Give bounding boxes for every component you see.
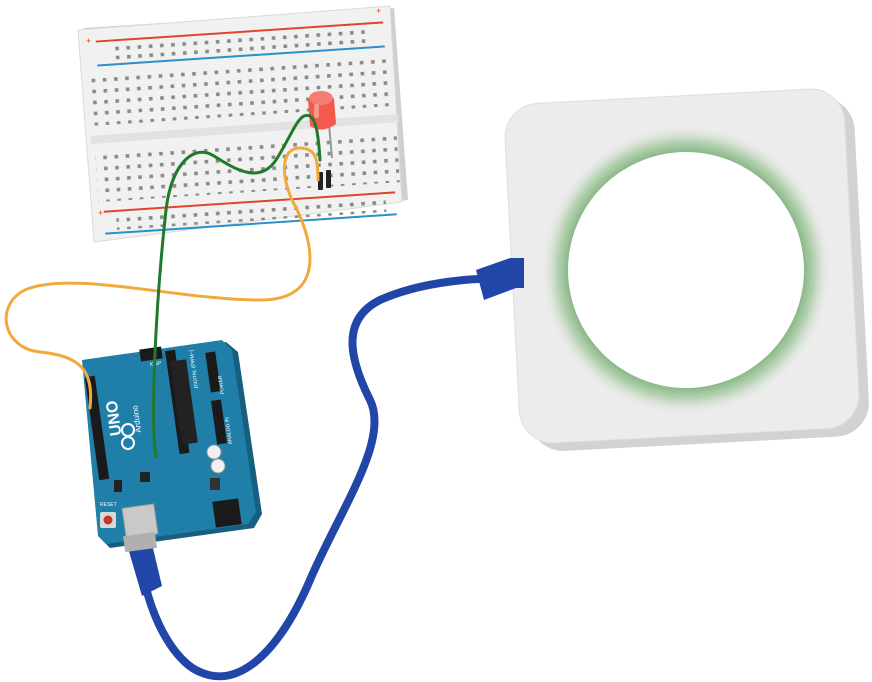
power-header — [205, 351, 221, 393]
analog-label: ANALOG IN — [224, 416, 234, 444]
small-header — [114, 480, 122, 492]
red-led[interactable] — [308, 91, 336, 190]
negative-rail-line — [97, 45, 385, 67]
reset-label: RESET — [100, 502, 117, 508]
digital-label: DIGITAL (PWM~) — [189, 349, 200, 389]
power-label: POWER — [217, 375, 226, 395]
positive-rail-line — [95, 21, 384, 43]
green-jumper-wire[interactable] — [152, 113, 322, 458]
negative-rail-line — [105, 213, 397, 235]
breadboard-top-rail — [95, 21, 385, 67]
usb-plug-hub — [476, 258, 516, 300]
orange-jumper-wire[interactable] — [4, 146, 320, 410]
breadboard-bottom-rail — [103, 191, 397, 235]
plus-mark: + — [376, 6, 381, 16]
analog-header — [210, 399, 228, 445]
usb-plug-metal — [123, 531, 157, 553]
plus-mark: + — [98, 208, 103, 218]
infinity-icon — [121, 423, 135, 450]
breadboard: + + + — [77, 5, 408, 243]
power-jack — [212, 498, 242, 528]
usb-chip — [140, 472, 150, 482]
reset-button-cap[interactable] — [103, 515, 113, 525]
model-label: UNO — [104, 399, 126, 437]
wireless-hub[interactable] — [503, 87, 870, 452]
capacitor — [206, 444, 222, 460]
hub-center-disc — [568, 152, 804, 388]
usb-cable[interactable] — [123, 258, 524, 681]
plus-mark: + — [86, 36, 91, 46]
positive-rail-line — [103, 191, 396, 213]
microcontroller-chip — [170, 359, 198, 445]
capacitor — [210, 458, 226, 474]
usb-plug-arduino — [128, 544, 162, 596]
icsp-header — [139, 346, 163, 362]
usb-plug-hub-tip — [510, 258, 524, 288]
arduino-board[interactable]: ICSP RESET UNO Arduino DIGITAL (PWM~) AN… — [82, 340, 262, 548]
regulator — [210, 478, 220, 490]
